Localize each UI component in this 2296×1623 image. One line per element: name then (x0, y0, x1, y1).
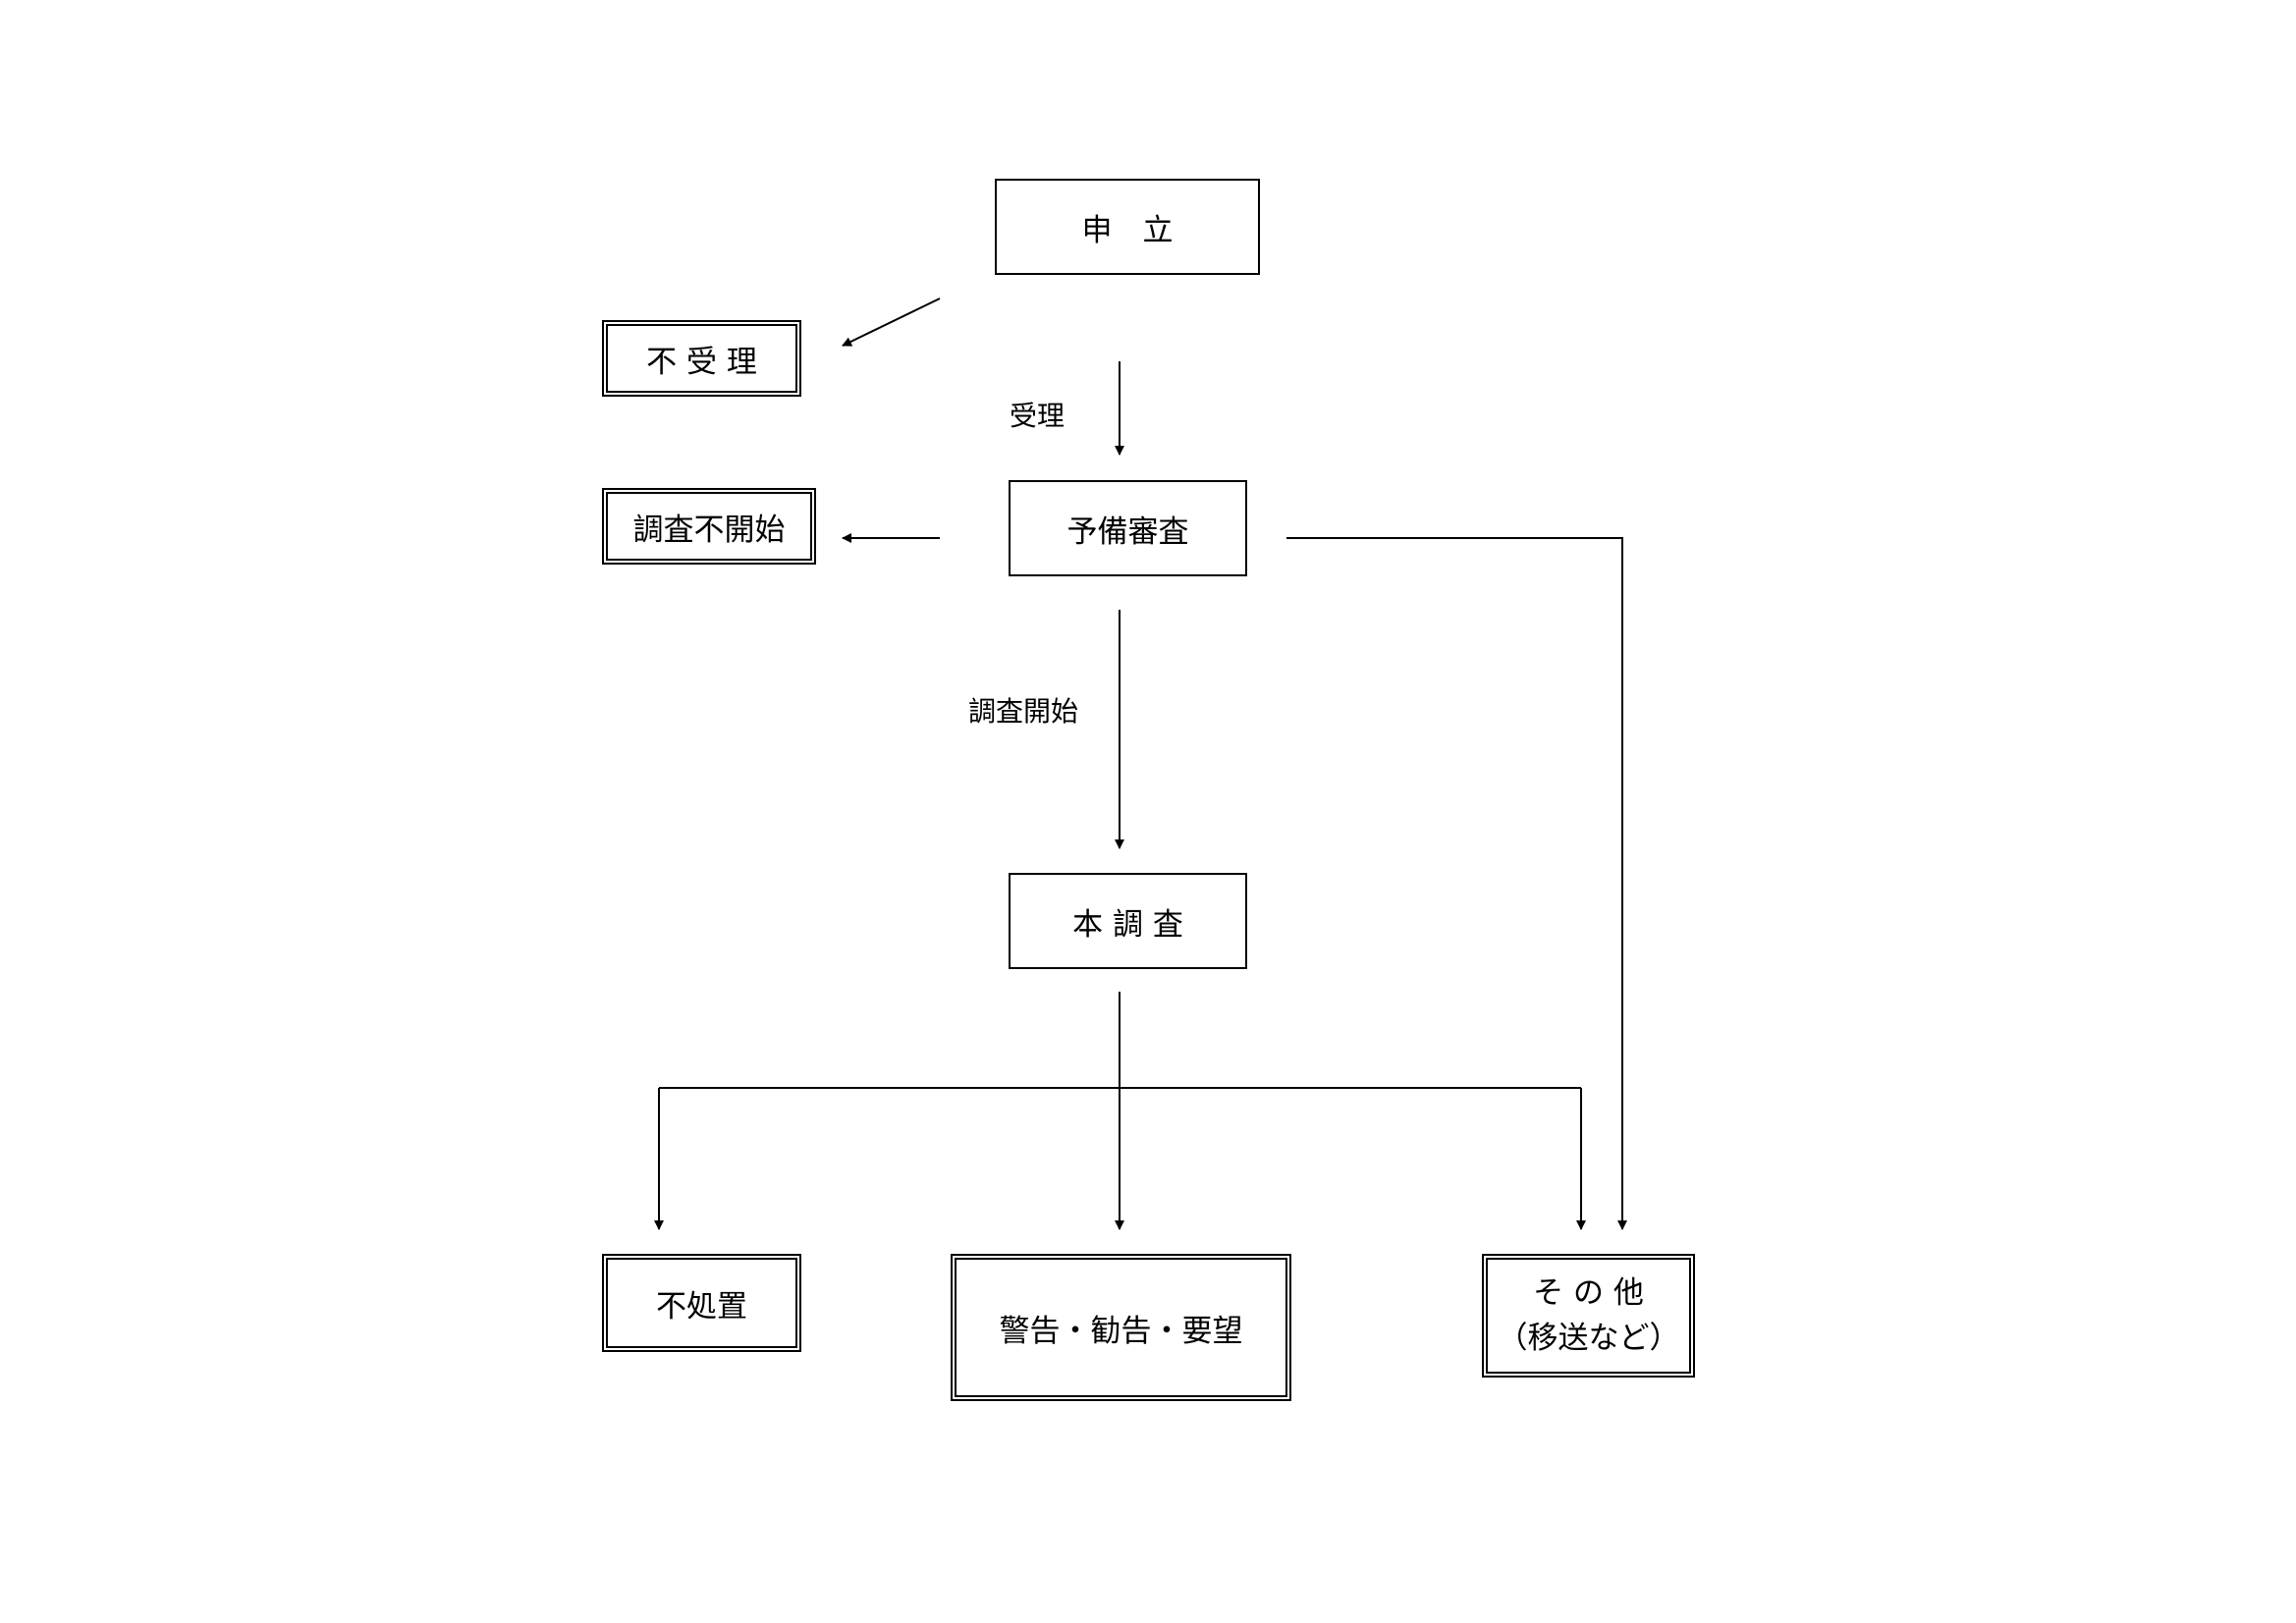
edge-label-chousa-kaishi: 調査開始 (968, 695, 1079, 728)
node-fujuri-label: 不 受 理 (646, 344, 757, 380)
node-sonota-sublabel: （移送など） (1497, 1321, 1680, 1356)
node-chousa-fukaishi: 調査不開始 (602, 488, 816, 565)
node-moushitate: 申 立 (995, 179, 1260, 275)
node-chousa-fukaishi-label: 調査不開始 (632, 512, 786, 548)
arrow-moushitate-to-fujuri (842, 298, 941, 347)
node-fushochi-label: 不処置 (656, 1288, 747, 1325)
node-fushochi: 不処置 (602, 1254, 801, 1352)
node-hon-chousa-label: 本 調 査 (1072, 906, 1183, 943)
edge-label-juri: 受理 (1010, 400, 1066, 432)
node-yobi-shinsa: 予備審査 (1009, 480, 1247, 576)
node-keikoku-label: 警告・勧告・要望 (999, 1313, 1243, 1349)
node-sonota-label: そ の 他 (1533, 1275, 1644, 1311)
node-fujuri: 不 受 理 (602, 320, 801, 397)
node-keikoku: 警告・勧告・要望 (951, 1254, 1291, 1401)
node-hon-chousa: 本 調 査 (1009, 873, 1247, 969)
arrow-yobi-shinsa-to-sonota (1286, 537, 1627, 1230)
node-yobi-shinsa-label: 予備審査 (1066, 514, 1189, 550)
node-sonota-text: そ の 他 （移送など） (1498, 1271, 1680, 1361)
node-moushitate-label: 申 立 (1081, 212, 1174, 248)
node-sonota: そ の 他 （移送など） (1482, 1254, 1695, 1378)
